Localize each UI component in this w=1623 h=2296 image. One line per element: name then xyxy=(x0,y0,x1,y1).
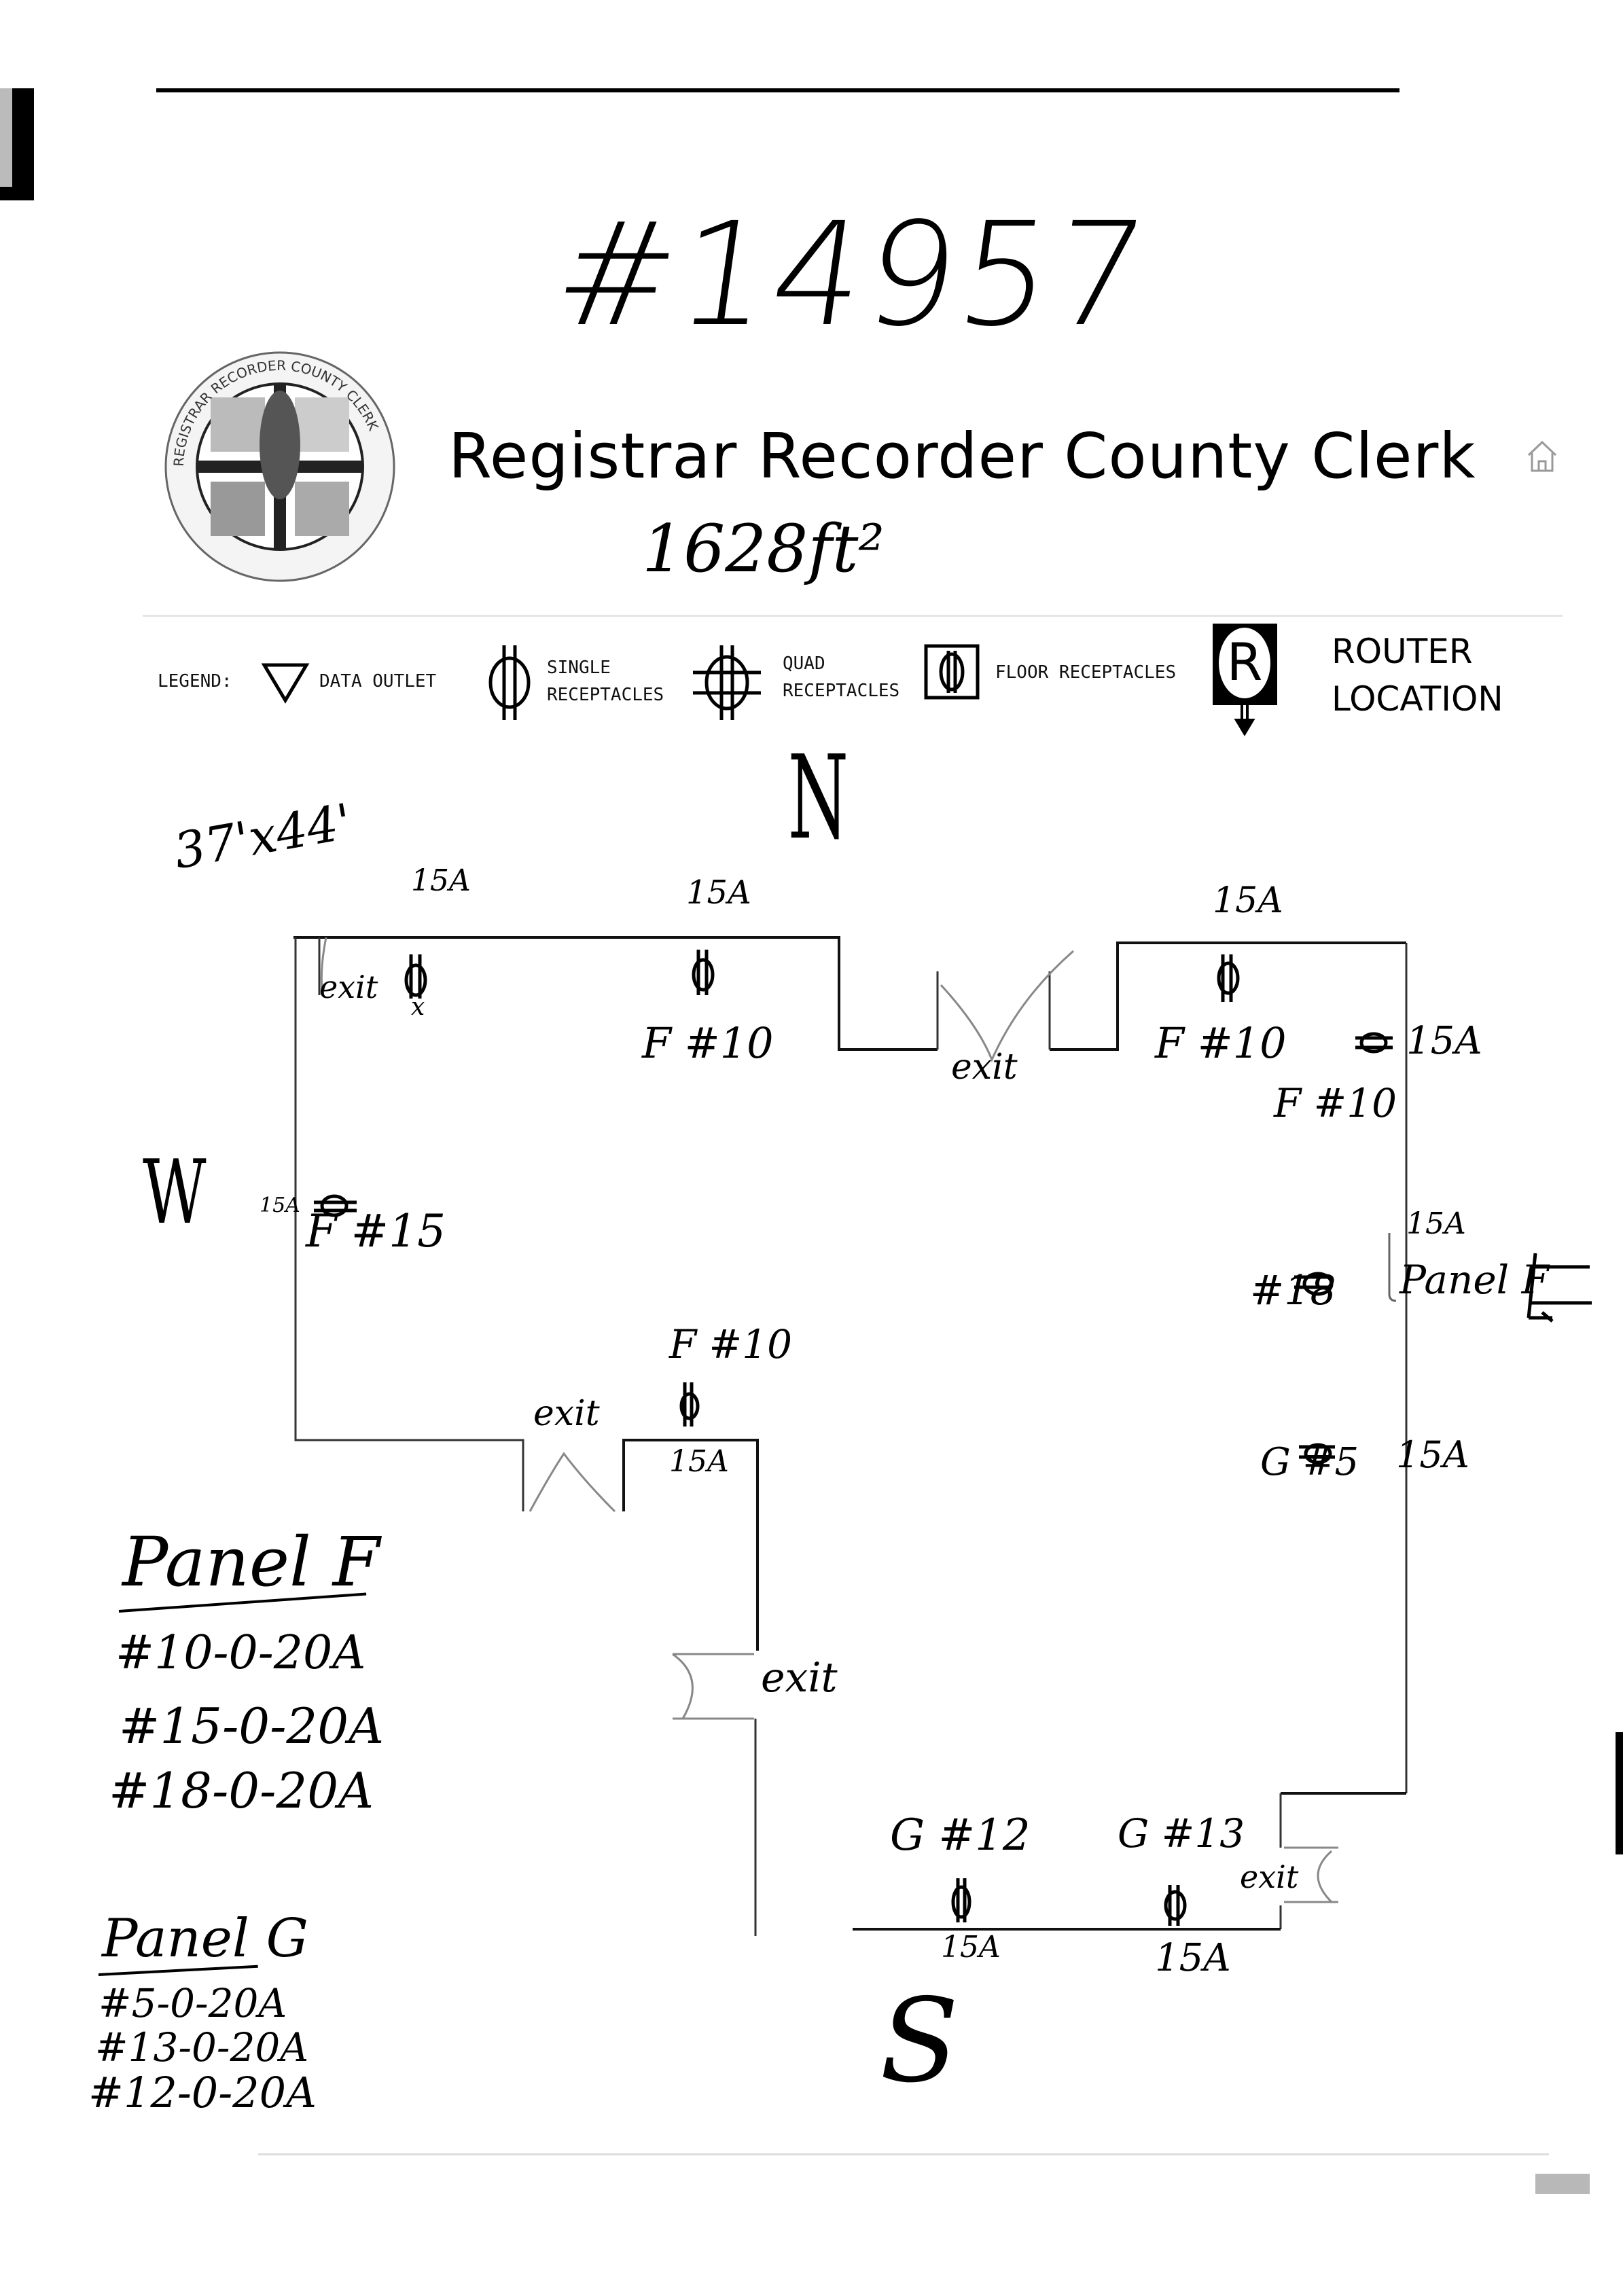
receptacle-symbols xyxy=(314,950,1397,1926)
legend-label: LEGEND: xyxy=(158,671,232,692)
outlet-label: x xyxy=(411,993,425,1021)
router-symbol: R xyxy=(1227,632,1263,692)
compass-north: N xyxy=(787,731,849,865)
scan-bottom-edge xyxy=(258,2153,1549,2155)
circuit-label: 15A xyxy=(669,1444,729,1479)
panel-f-location-label: Panel F xyxy=(1399,1257,1549,1303)
outlet-label: F #10 xyxy=(1274,1080,1397,1126)
circuit-label: 15A xyxy=(1396,1433,1469,1476)
compass-south: S xyxy=(880,1974,959,2109)
circuit-label: 15A xyxy=(686,874,751,912)
quad-receptacle-symbol xyxy=(1294,1272,1334,1296)
single-receptacle-symbol xyxy=(1164,1885,1187,1926)
quad-receptacle-symbol xyxy=(1355,1032,1393,1054)
single-receptacle-symbol xyxy=(692,950,715,995)
legend-router-label-1: ROUTER xyxy=(1332,632,1473,671)
circuit-label: 15A xyxy=(941,1930,1001,1965)
exit-label: exit xyxy=(761,1654,838,1702)
circuit-label: 15A xyxy=(411,863,471,898)
outlet-label: G #13 xyxy=(1118,1810,1245,1856)
quad-receptacle-symbol xyxy=(314,1194,357,1217)
legend-quad-label-2: RECEPTACLES xyxy=(783,681,900,701)
legend-quad-label-1: QUAD xyxy=(783,653,825,674)
exit-label: exit xyxy=(533,1393,600,1434)
home-icon[interactable] xyxy=(1525,438,1559,476)
exit-label: exit xyxy=(1240,1859,1299,1895)
legend-divider xyxy=(143,615,1563,617)
panel-circuit: #18-0-20A xyxy=(109,1762,374,1819)
quad-receptacle-symbol xyxy=(1299,1443,1335,1465)
single-receptacle-symbol xyxy=(679,1382,700,1427)
circuit-label: 15A xyxy=(1406,1206,1466,1241)
outlet-label: F #10 xyxy=(1155,1018,1287,1068)
quad-receptacle-icon xyxy=(693,645,761,720)
outlet-label: G #12 xyxy=(890,1810,1031,1861)
circuit-label: 15A xyxy=(1155,1936,1231,1980)
exit-label: exit xyxy=(951,1047,1018,1088)
page-title: Registrar Recorder County Clerk xyxy=(448,420,1476,492)
exit-label: exit xyxy=(319,969,378,1005)
outlet-label: #18 xyxy=(1250,1267,1336,1314)
area-note: 1628ft² xyxy=(642,511,885,587)
legend-router-label-2: LOCATION xyxy=(1332,679,1503,719)
circuit-label: 15A xyxy=(1213,880,1283,921)
legend-data-outlet-label: DATA OUTLET xyxy=(319,671,437,692)
single-receptacle-symbol xyxy=(1217,954,1240,1002)
outlet-label: F #15 xyxy=(306,1205,446,1257)
compass-west: W xyxy=(143,1141,207,1244)
door-swings xyxy=(320,937,1338,1903)
scan-edge-top-left-inner xyxy=(0,88,12,187)
circuit-label: 15A xyxy=(1406,1019,1482,1063)
panel-circuit: #13-0-20A xyxy=(95,2024,309,2070)
circuit-label: 15A xyxy=(260,1194,300,1217)
single-receptacle-symbol xyxy=(404,954,427,999)
panel-name: Panel G xyxy=(102,1908,308,1969)
legend-floor-label: FLOOR RECEPTACLES xyxy=(995,662,1177,683)
panel-circuit: #10-0-20A xyxy=(115,1626,366,1680)
data-outlet-triangle-icon xyxy=(261,662,310,704)
router-location-icon: R xyxy=(1213,624,1277,736)
outlet-label: F #10 xyxy=(642,1018,774,1068)
panel-name: Panel F xyxy=(122,1522,380,1602)
panel-circuit: #5-0-20A xyxy=(99,1980,287,2026)
outlet-label: F #10 xyxy=(669,1321,793,1367)
single-receptacle-symbol xyxy=(951,1878,971,1922)
scan-corner-artifact xyxy=(1535,2174,1590,2194)
panel-circuit: #12-0-20A xyxy=(88,2068,317,2117)
top-rule xyxy=(156,88,1399,92)
compass-east-icon xyxy=(1525,1250,1597,1328)
legend-single-label-1: SINGLE xyxy=(547,658,611,678)
panel-f-box xyxy=(1388,1233,1397,1302)
single-receptacle-icon xyxy=(486,645,533,720)
walls xyxy=(293,936,1408,1936)
county-seal: REGISTRAR RECORDER COUNTY CLERK xyxy=(163,350,397,584)
scan-edge-right xyxy=(1616,1732,1623,1854)
outlet-label: G #5 xyxy=(1260,1440,1359,1484)
legend-single-label-2: RECEPTACLES xyxy=(547,685,664,705)
panel-circuit: #15-0-20A xyxy=(119,1698,385,1755)
floor-receptacle-icon xyxy=(924,644,980,700)
